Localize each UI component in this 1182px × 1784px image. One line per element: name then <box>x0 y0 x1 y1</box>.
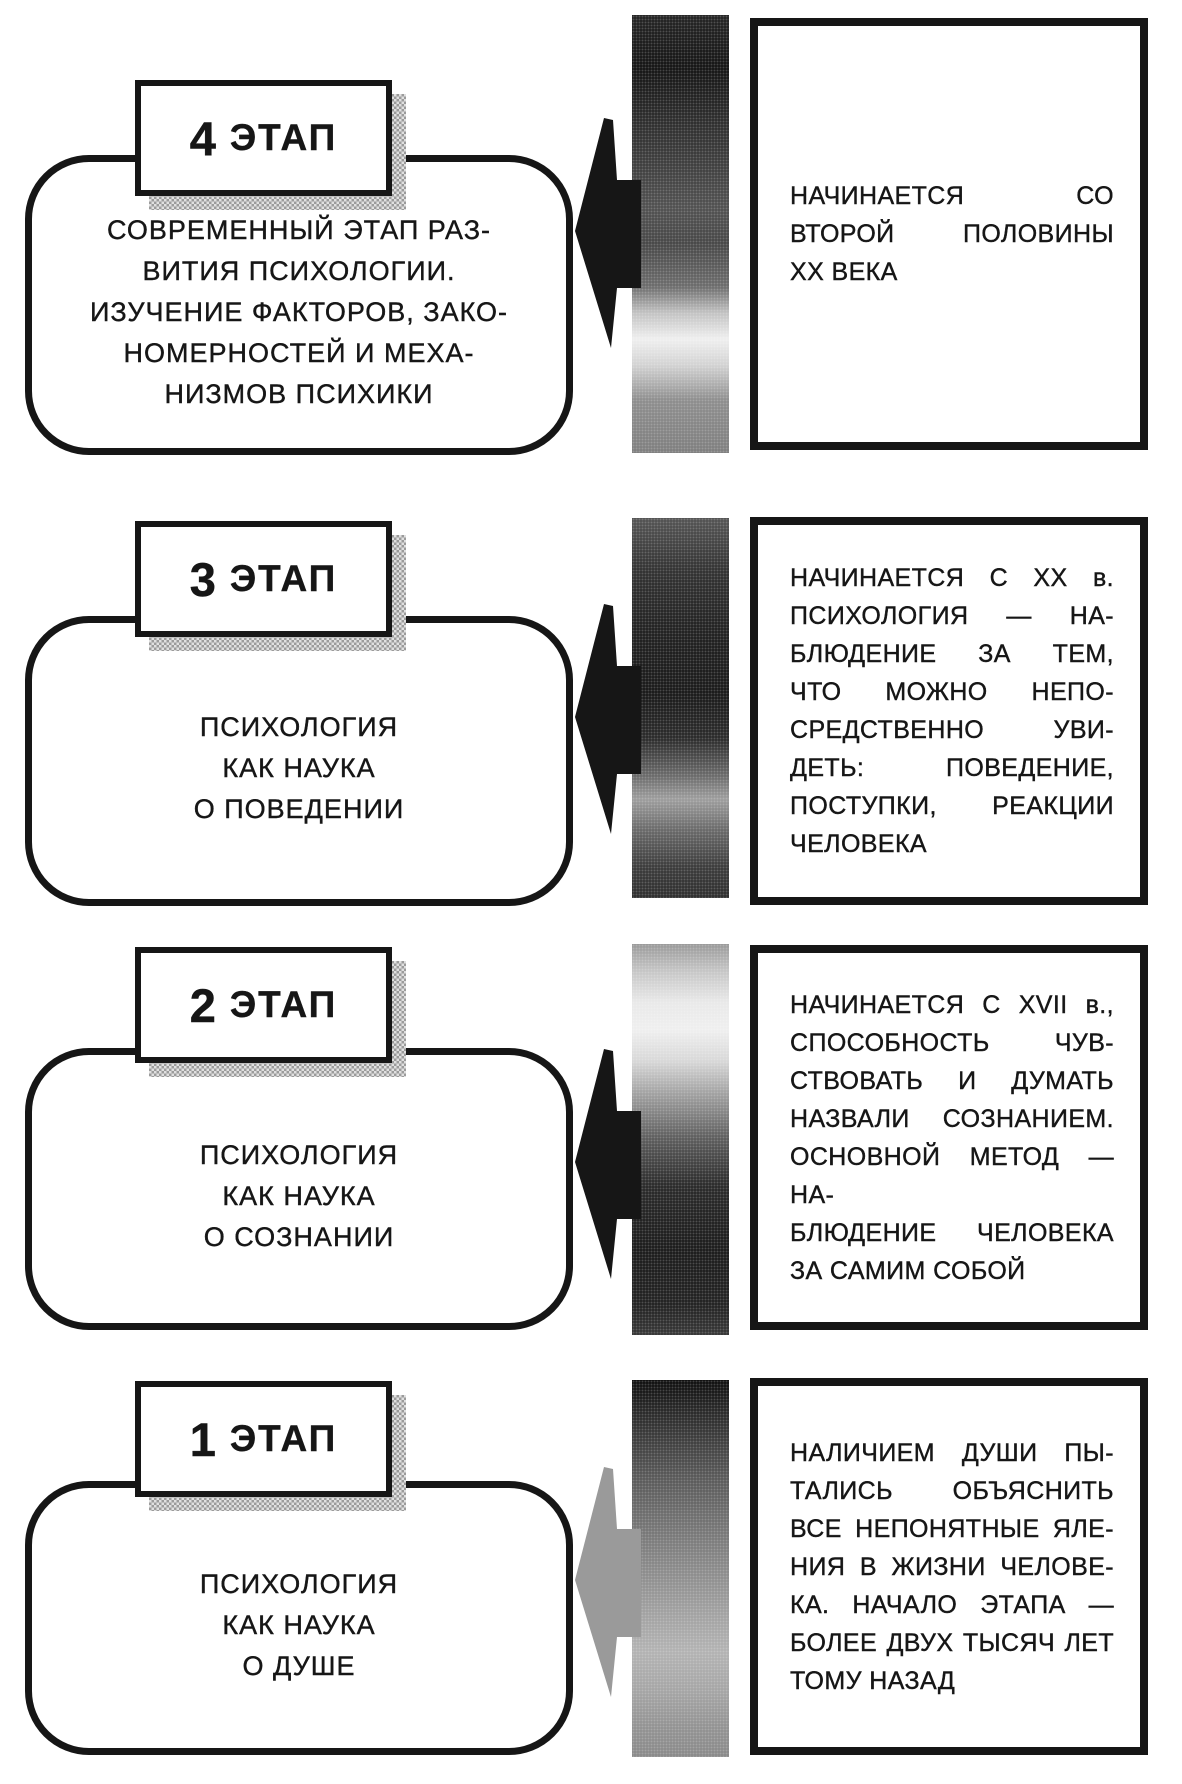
text-line: КАК НАУКА <box>222 1180 376 1211</box>
text-line: СПОСОБНОСТЬ ЧУВ- <box>790 1028 1114 1057</box>
stage-number: 4 <box>189 111 217 165</box>
stage-description-box-1: НАЛИЧИЕМ ДУШИ ПЫ- ТАЛИСЬ ОБЪЯСНИТЬ ВСЕ НЕП… <box>750 1378 1148 1755</box>
stage-number: 1 <box>189 1412 217 1466</box>
left-arrow-icon <box>575 1467 641 1697</box>
text-line: НАЧИНАЕТСЯ С XX в. <box>790 564 1114 592</box>
stage-label-box-3: 3 ЭТАП <box>135 521 392 637</box>
text-line: ПСИХОЛОГИЯ <box>199 1568 399 1599</box>
stage-label-box-2: 2 ЭТАП <box>135 947 392 1063</box>
stage-number: 3 <box>189 552 217 606</box>
left-arrow-icon <box>575 1049 641 1279</box>
text-line: ПОСТУПКИ, РЕАКЦИИ <box>790 792 1114 820</box>
text-line: НИЗМОВ ПСИХИКИ <box>164 378 434 409</box>
text-line: ВИТИЯ ПСИХОЛОГИИ. <box>142 255 456 286</box>
text-line: ЧТО МОЖНО НЕПО- <box>790 678 1114 706</box>
text-line: ЗА САМИМ СОБОЙ <box>790 1256 1026 1285</box>
timeline-bar <box>632 1380 729 1757</box>
text-line: ТОМУ НАЗАД <box>790 1666 956 1695</box>
stage-label-box-4: 4 ЭТАП <box>135 80 392 196</box>
text-line: НАЗВАЛИ СОЗНАНИЕМ. <box>790 1104 1114 1133</box>
left-arrow-icon <box>575 118 641 348</box>
text-line: НАЧИНАЕТСЯ С XVII в., <box>790 990 1114 1019</box>
text-line: СТВОВАТЬ И ДУМАТЬ <box>790 1066 1114 1095</box>
stage-box-1: ПСИХОЛОГИЯ КАК НАУКА О ДУШЕ <box>25 1481 573 1755</box>
stage-box-3: ПСИХОЛОГИЯ КАК НАУКА О ПОВЕДЕНИИ <box>25 616 573 906</box>
text-line: ИЗУЧЕНИЕ ФАКТОРОВ, ЗАКО- <box>89 296 509 327</box>
stage-description-box-4: НАЧИНАЕТСЯ СО ВТОРОЙ ПОЛОВИНЫ XX ВЕКА <box>750 18 1148 450</box>
text-line: БЛЮДЕНИЕ ЗА ТЕМ, <box>790 640 1114 668</box>
timeline-bar <box>632 944 729 1335</box>
text-line: НАЧИНАЕТСЯ СО <box>790 182 1114 210</box>
stage-box-2: ПСИХОЛОГИЯ КАК НАУКА О СОЗНАНИИ <box>25 1048 573 1330</box>
text-line: СОВРЕМЕННЫЙ ЭТАП РАЗ- <box>106 214 492 245</box>
text-line: ОСНОВНОЙ МЕТОД — НА- <box>790 1142 1114 1209</box>
stage-word: ЭТАП <box>229 984 338 1025</box>
text-line: БОЛЕЕ ДВУХ ТЫСЯЧ ЛЕТ <box>790 1628 1114 1657</box>
text-line: ПСИХОЛОГИЯ — НА- <box>790 602 1114 630</box>
stage-description-box-3: НАЧИНАЕТСЯ С XX в. ПСИХОЛОГИЯ — НА- БЛЮДЕН… <box>750 517 1148 905</box>
text-line: О СОЗНАНИИ <box>203 1221 395 1252</box>
text-line: БЛЮДЕНИЕ ЧЕЛОВЕКА <box>790 1218 1114 1247</box>
text-line: КАК НАУКА <box>222 752 376 783</box>
text-line: ВСЕ НЕПОНЯТНЫЕ ЯЛЕ- <box>790 1514 1114 1543</box>
text-line: О ДУШЕ <box>242 1650 356 1681</box>
text-line: ЧЕЛОВЕКА <box>790 830 927 858</box>
stage-word: ЭТАП <box>229 1418 338 1459</box>
text-line: КА. НАЧАЛО ЭТАПА — <box>790 1590 1114 1619</box>
left-arrow-icon <box>575 604 641 834</box>
timeline-bar <box>632 15 729 453</box>
text-line: КАК НАУКА <box>222 1609 376 1640</box>
text-line: ПСИХОЛОГИЯ <box>199 711 399 742</box>
stage-word: ЭТАП <box>229 117 338 158</box>
text-line: ТАЛИСЬ ОБЪЯСНИТЬ <box>790 1476 1114 1505</box>
text-line: НАЛИЧИЕМ ДУШИ ПЫ- <box>790 1438 1114 1467</box>
text-line: ПСИХОЛОГИЯ <box>199 1139 399 1170</box>
stage-description-box-2: НАЧИНАЕТСЯ С XVII в., СПОСОБНОСТЬ ЧУВ- СТВ… <box>750 945 1148 1330</box>
text-line: СРЕДСТВЕННО УВИ- <box>790 716 1114 744</box>
text-line: НОМЕРНОСТЕЙ И МЕХА- <box>123 337 475 368</box>
stage-word: ЭТАП <box>229 558 338 599</box>
text-line: НИЯ В ЖИЗНИ ЧЕЛОВЕ- <box>790 1552 1114 1581</box>
text-line: ДЕТЬ: ПОВЕДЕНИЕ, <box>790 754 1114 782</box>
text-line: XX ВЕКА <box>790 258 898 286</box>
text-line: ВТОРОЙ ПОЛОВИНЫ <box>790 220 1114 248</box>
stage-label-box-1: 1 ЭТАП <box>135 1381 392 1497</box>
text-line: О ПОВЕДЕНИИ <box>193 793 405 824</box>
stage-number: 2 <box>189 978 217 1032</box>
timeline-bar <box>632 518 729 898</box>
